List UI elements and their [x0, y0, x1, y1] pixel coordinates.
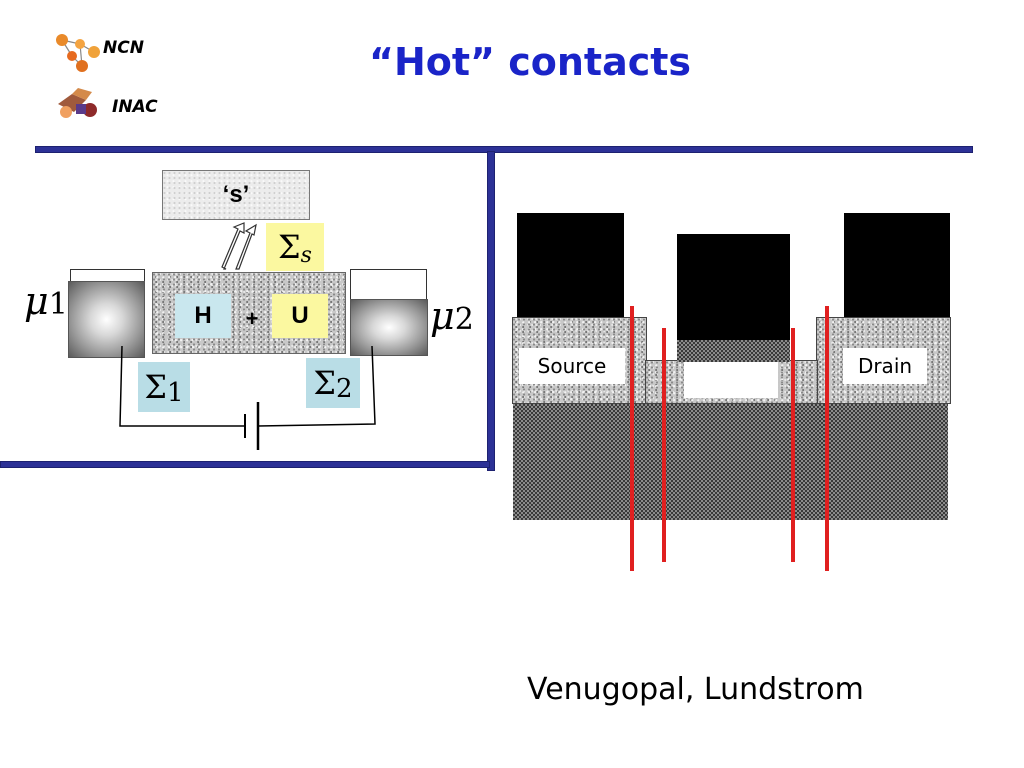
gate-oxide [677, 340, 790, 362]
mu1-label: μ1 [24, 279, 68, 323]
channel-white [684, 362, 778, 398]
inac-label: INAC [112, 97, 158, 117]
potential-box: U [272, 294, 328, 338]
red-boundary-line-2 [662, 328, 666, 562]
source-top-gate [517, 213, 624, 321]
mu1-symbol: μ [24, 279, 49, 323]
plus-sign: + [245, 306, 259, 331]
red-boundary-line-4 [825, 306, 829, 571]
mu2-label: μ2 [430, 294, 474, 338]
inac-molecule-icon [58, 88, 97, 118]
left-contact-outline [70, 269, 145, 282]
right-contact [350, 299, 428, 356]
sigma-s-subscript: s [300, 242, 312, 268]
mu2-subscript: 2 [454, 302, 474, 337]
sigma1-subscript: 1 [167, 378, 184, 408]
source-label: Source [519, 348, 625, 384]
drain-top-gate [844, 213, 950, 321]
red-boundary-line-3 [791, 328, 795, 562]
double-arrow-icon [221, 222, 257, 270]
mu2-symbol: μ [430, 294, 455, 338]
ncn-logo [50, 30, 102, 74]
scattering-box: ‘s’ [162, 170, 310, 220]
center-gate [677, 234, 790, 342]
red-boundary-line-1 [630, 306, 634, 571]
sigma2-symbol: Σ [313, 364, 337, 402]
hamiltonian-box: H [175, 294, 231, 338]
ncn-label: NCN [103, 38, 144, 58]
credit-text: Venugopal, Lundstrom [527, 672, 864, 707]
sigma-s-symbol: Σ [278, 228, 301, 266]
sigma2-subscript: 2 [336, 374, 353, 404]
vertical-divider [487, 151, 495, 471]
substrate [513, 400, 948, 520]
sigma1-symbol: Σ [144, 368, 168, 406]
bottom-divider [0, 461, 490, 468]
right-diagram: Source Drain [510, 210, 955, 580]
inac-logo [52, 86, 102, 120]
mu1-subscript: 1 [48, 287, 68, 322]
top-divider [35, 146, 973, 153]
drain-label: Drain [843, 348, 927, 384]
ncn-network-icon [56, 34, 100, 72]
left-contact [68, 281, 145, 358]
bias-circuit [119, 346, 376, 450]
right-contact-outline [350, 269, 427, 300]
slide-title: “Hot” contacts [368, 40, 692, 84]
